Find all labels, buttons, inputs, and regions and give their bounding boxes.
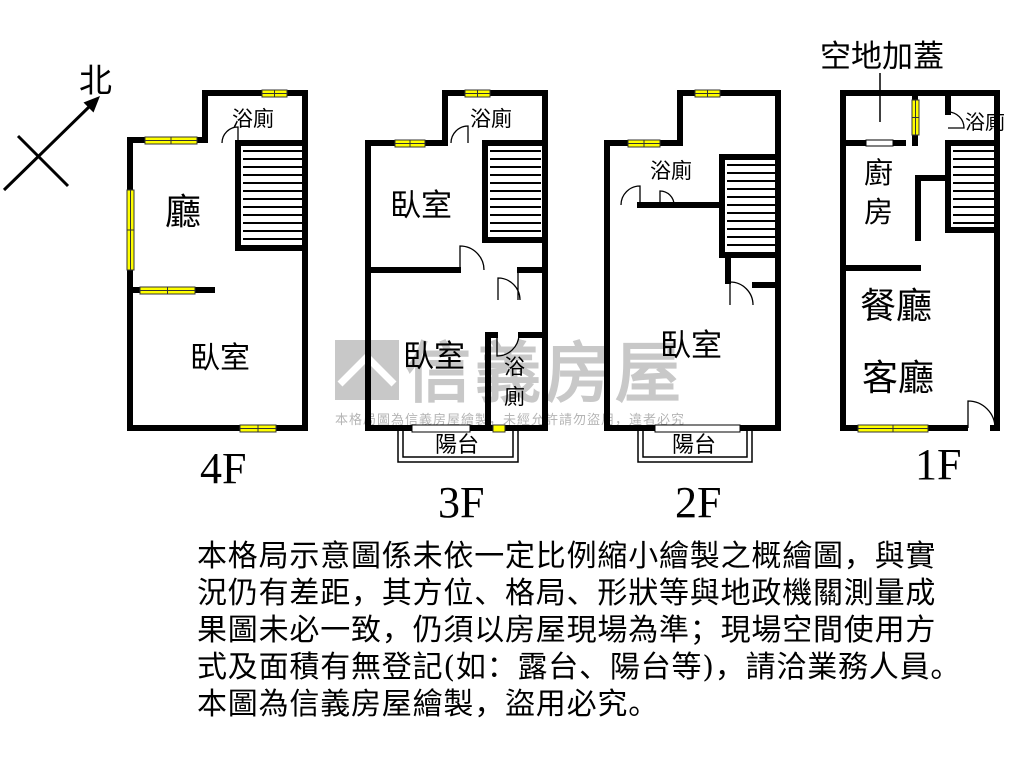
disclaimer-line: 式及面積有無登記(如：露台、陽台等)，請洽業務人員。	[197, 650, 962, 685]
window-mullions	[127, 90, 287, 432]
small-bath-door-swing	[496, 334, 520, 357]
interior-walls	[637, 154, 781, 288]
north-label: 北	[79, 61, 112, 100]
balcony-railing	[397, 431, 519, 463]
floor-label-2f: 2F	[675, 478, 721, 527]
floor-label-3f: 3F	[438, 478, 484, 527]
stair-treads	[490, 150, 541, 232]
room-label-bedroom-lower: 臥室	[403, 339, 465, 375]
room-label-living: 客廳	[862, 358, 934, 399]
window-mullions	[858, 100, 928, 432]
bath-door-swing	[450, 125, 469, 144]
annotation-label: 空地加蓋	[820, 39, 944, 75]
watermark: 信義房屋 本格局圖為信義房屋繪製，未經允許請勿盜用，違者必究	[335, 335, 685, 428]
interior-walls	[365, 140, 548, 431]
disclaimer-line: 本圖為信義房屋繪製，盜用必究。	[197, 687, 659, 722]
floor-plan-2f: 浴廁 臥室 陽台	[604, 89, 781, 463]
entrance-door-swing	[967, 400, 996, 429]
kitchen-door	[865, 139, 894, 147]
outer-walls	[365, 90, 548, 431]
room-label-hall: 廳	[165, 192, 201, 233]
floor-label-1f: 1F	[915, 440, 961, 489]
bath-door-swing	[221, 126, 239, 144]
stair-treads	[953, 150, 994, 224]
interior-walls	[840, 90, 1000, 271]
disclaimer-line: 況仍有差距，其方位、格局、形狀等與地政機關測量成	[197, 576, 937, 611]
window-mullions	[628, 90, 720, 147]
room-label-bedroom: 臥室	[660, 328, 722, 364]
room-label-kitchen-1: 廚	[864, 156, 893, 190]
outer-walls	[127, 90, 308, 431]
floor-plan-3f: 浴廁 臥室 臥室 浴 廁 陽台	[365, 89, 548, 463]
room-label-kitchen-2: 房	[864, 195, 893, 229]
north-arrow-icon	[2, 96, 100, 192]
room-label-balcony: 陽台	[435, 433, 479, 458]
bath-door-swing	[947, 111, 965, 129]
bath-door-swing	[620, 185, 641, 206]
floor-plan-1f: 空地加蓋 廚 房 浴廁 餐廳 客廳	[820, 39, 1005, 433]
closet-door-swing	[729, 281, 754, 306]
balcony-door	[654, 424, 741, 433]
floor-label-4f: 4F	[200, 444, 246, 493]
stair-treads	[727, 164, 775, 246]
stair-treads	[243, 150, 302, 240]
room-label-bedroom: 臥室	[190, 341, 250, 376]
room-label-bath: 浴廁	[232, 107, 274, 131]
room-label-bath: 浴廁	[470, 107, 512, 131]
window	[492, 424, 506, 433]
closet-door-swing	[497, 270, 521, 301]
disclaimer-line: 本格局示意圖係未依一定比例縮小繪製之概繪圖，與實	[197, 539, 937, 574]
room-label-bath: 浴廁	[965, 110, 1005, 134]
floor-plan-4f: 浴廁 廳 臥室	[126, 89, 308, 433]
balcony-door	[411, 424, 471, 433]
disclaimer: 本格局示意圖係未依一定比例縮小繪製之概繪圖，與實 況仍有差距，其方位、格局、形狀…	[197, 538, 961, 723]
watermark-notice: 本格局圖為信義房屋繪製，未經允許請勿盜用，違者必究	[335, 412, 685, 428]
room-label-small-bath-1: 浴	[504, 355, 525, 379]
room-label-balcony: 陽台	[672, 433, 716, 458]
room-label-small-bath-2: 廁	[504, 385, 525, 409]
bath-inner-door-swing	[659, 190, 675, 206]
room-label-bath: 浴廁	[650, 159, 692, 183]
window-mullions	[395, 90, 490, 147]
disclaimer-line: 果圖未必一致，仍須以房屋現場為準；現場空間使用方	[197, 613, 937, 648]
interior-walls	[127, 140, 308, 293]
balcony-railing	[637, 431, 753, 463]
room-label-dining: 餐廳	[860, 286, 932, 327]
room-label-bedroom-upper: 臥室	[390, 188, 452, 224]
outer-walls	[604, 90, 781, 431]
bedroom-door-swing	[459, 245, 485, 271]
